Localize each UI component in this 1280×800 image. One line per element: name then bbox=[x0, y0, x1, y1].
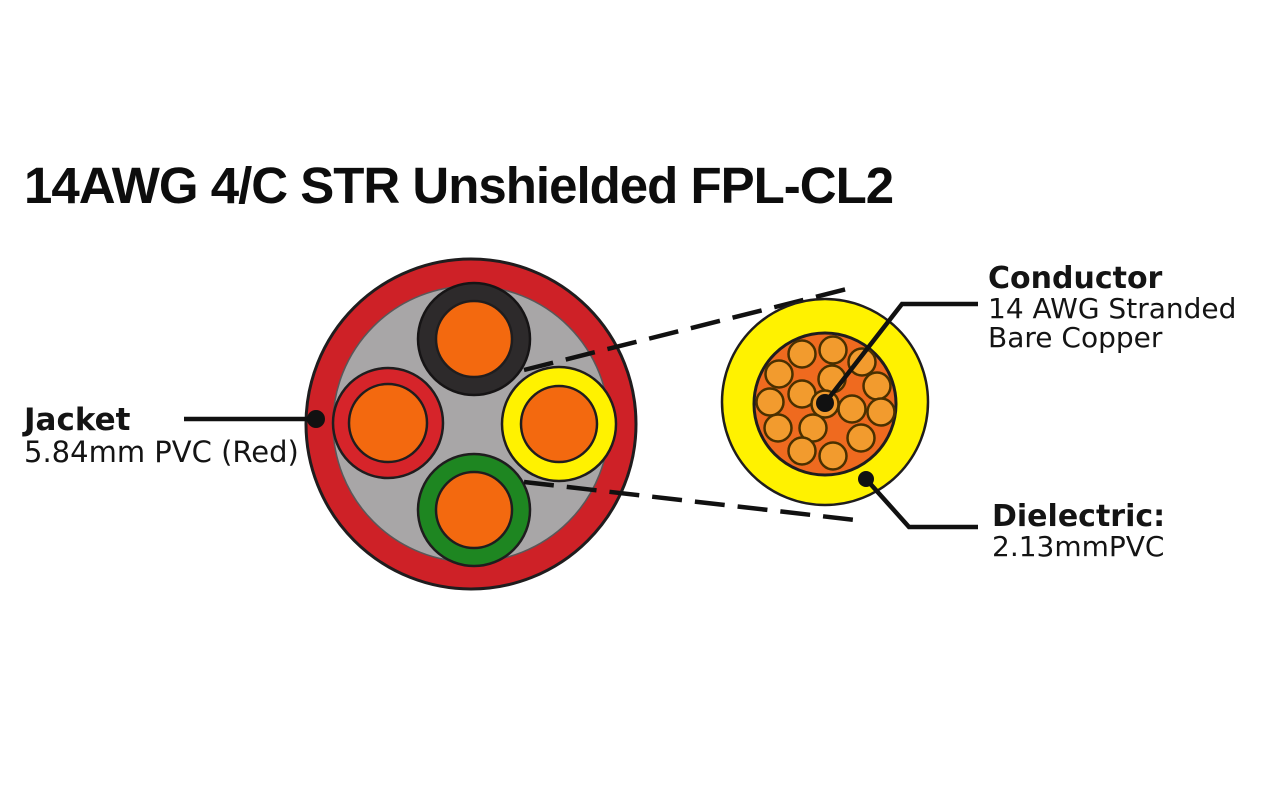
copper-strand bbox=[818, 441, 848, 471]
copper-strand bbox=[755, 387, 785, 417]
jacket-callout: Jacket 5.84mm PVC (Red) bbox=[24, 404, 299, 468]
page-title: 14AWG 4/C STR Unshielded FPL-CL2 bbox=[24, 157, 894, 214]
conductor-right-copper-core bbox=[519, 384, 599, 464]
jacket-leader-dot bbox=[307, 410, 325, 428]
dielectric-callout: Dielectric: 2.13mmPVC bbox=[992, 501, 1165, 561]
dielectric-callout-heading: Dielectric: bbox=[992, 499, 1166, 534]
jacket-callout-heading: Jacket bbox=[24, 402, 131, 438]
dielectric-leader-line bbox=[864, 477, 978, 530]
conductor-callout-heading: Conductor bbox=[988, 261, 1163, 296]
conductor-left-copper-core bbox=[347, 382, 429, 464]
dielectric-leader-dot bbox=[858, 471, 874, 487]
magnified-conductor-view bbox=[720, 297, 930, 507]
copper-strand bbox=[763, 413, 793, 443]
conductor-callout: Conductor 14 AWG Stranded Bare Copper bbox=[988, 263, 1236, 352]
copper-strand bbox=[846, 423, 876, 453]
copper-strand bbox=[866, 397, 896, 427]
conductor-callout-detail-2: Bare Copper bbox=[988, 321, 1163, 354]
conductor-bottom-copper-core bbox=[434, 470, 514, 550]
cable-cross-section bbox=[304, 257, 638, 591]
copper-strand bbox=[862, 371, 892, 401]
strand-group bbox=[755, 335, 896, 471]
copper-strand bbox=[787, 436, 817, 466]
dielectric-callout-detail: 2.13mmPVC bbox=[992, 530, 1165, 563]
copper-strand bbox=[847, 347, 877, 377]
conductor-top-copper-core bbox=[434, 299, 514, 379]
zoom-guide-line-top bbox=[523, 285, 852, 373]
copper-strand bbox=[764, 359, 794, 389]
copper-strand bbox=[787, 339, 817, 369]
conductor-callout-detail-1: 14 AWG Stranded bbox=[988, 292, 1237, 325]
copper-strand bbox=[818, 335, 848, 365]
copper-strand bbox=[837, 394, 867, 424]
zoom-guide-line-bottom bbox=[523, 479, 865, 524]
conductor-leader-dot bbox=[816, 394, 834, 412]
jacket-callout-detail: 5.84mm PVC (Red) bbox=[24, 435, 299, 469]
conductor-leader-line bbox=[823, 301, 978, 405]
